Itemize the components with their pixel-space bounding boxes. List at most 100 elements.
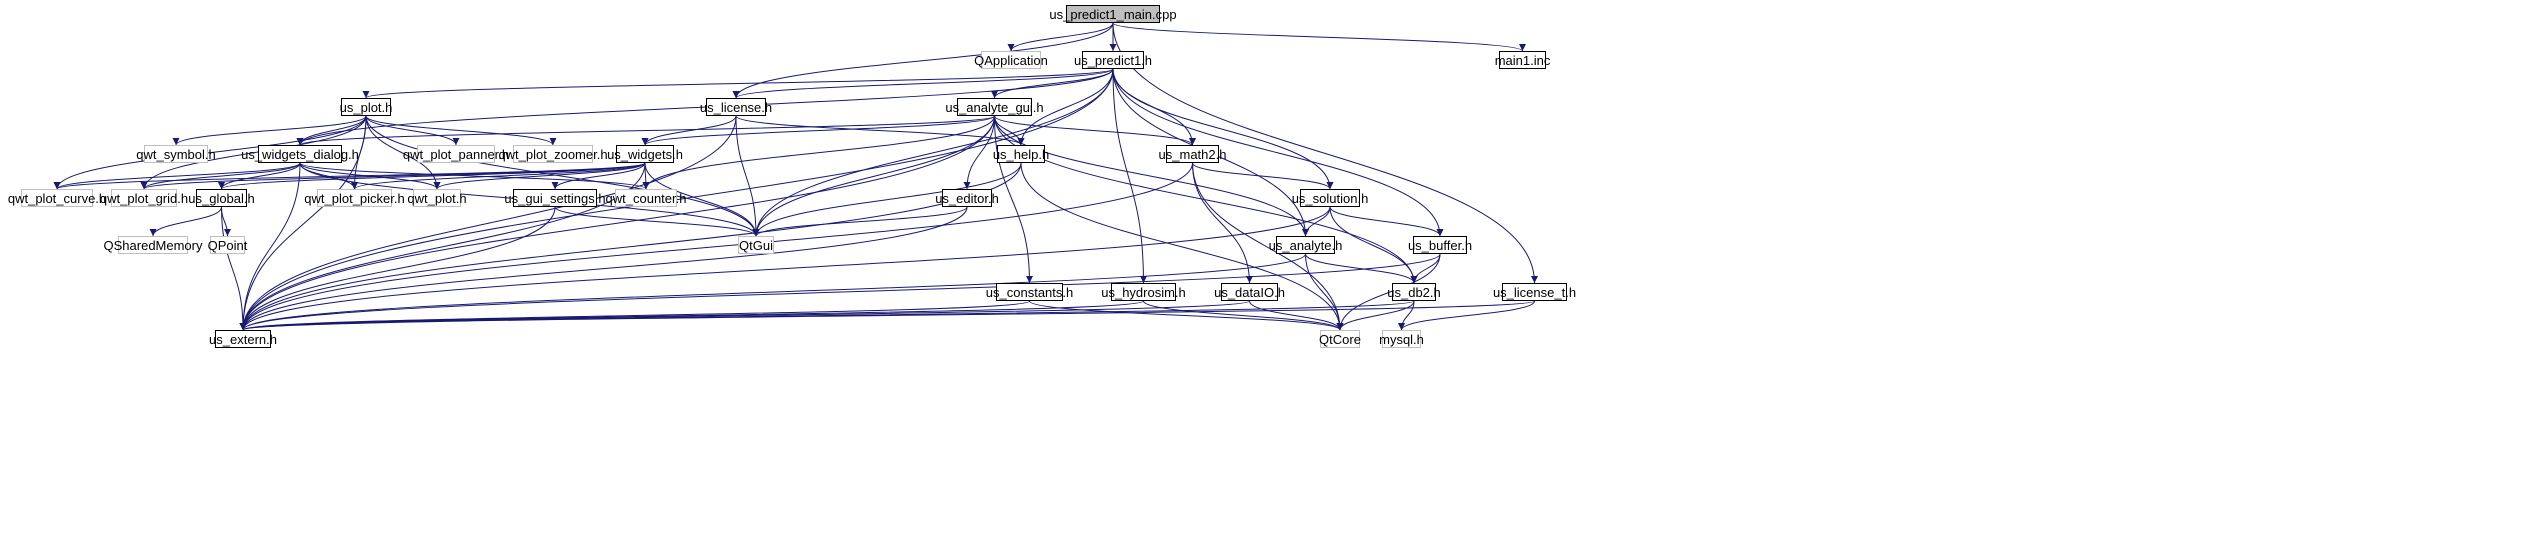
node-us-analyte-h[interactable]: us_analyte.h [1268, 236, 1343, 254]
edge-us-widgets-dialog-h-to-qwt-plot-grid-h [140, 162, 301, 190]
edge-us-license-h-to-us-extern-h [239, 115, 737, 331]
edge-us-license-h-to-qtgui [735, 115, 760, 237]
edge-us-widgets-dialog-h-to-us-extern-h [239, 162, 301, 331]
edge-us-math2-h-to-us-solution-h [1192, 162, 1334, 190]
edge-us-hydrosim-h-to-qtcore [1143, 300, 1344, 331]
node-us-gui-settings-h[interactable]: us_gui_settings.h [504, 189, 606, 207]
edge-us-solution-h-to-us-analyte-h [1302, 206, 1331, 237]
node-us-plot-h[interactable]: us_plot.h [339, 98, 393, 116]
edge-us-constants-h-to-qtcore [1029, 300, 1344, 331]
edge-us-widgets-h-to-qtgui [644, 162, 760, 237]
edge-us-predict1-h-to-us-hydrosim-h [1112, 68, 1147, 284]
node-us-constants-h[interactable]: us_constants.h [985, 283, 1074, 301]
node-qwt-plot-zoomer-h: qwt_plot_zoomer.h [498, 145, 608, 163]
edge-us-buffer-h-to-us-extern-h [239, 253, 1441, 331]
edge-us-predict1-main-cpp-to-qapplication [1007, 22, 1114, 52]
edge-us-plot-h-to-qwt-plot-curve-h [53, 115, 367, 190]
edge-us-widgets-dialog-h-to-us-global-h [218, 162, 301, 190]
edge-us-license-t-h-to-us-extern-h [240, 300, 1535, 331]
node-us-math2-h[interactable]: us_math2.h [1158, 145, 1227, 163]
edge-us-plot-h-to-qwt-plot-zoomer-h [365, 115, 557, 146]
node-us-license-h[interactable]: us_license.h [699, 98, 773, 116]
node-main1-inc[interactable]: main1.inc [1494, 51, 1551, 69]
edge-us-global-h-to-us-extern-h [221, 206, 247, 331]
edge-us-global-h-to-qsharedmemory [149, 206, 222, 237]
node-us-predict1-main-cpp[interactable]: us_predict1_main.cpp [1049, 5, 1177, 23]
edge-us-analyte-gui-h-to-us-widgets-h [641, 115, 995, 146]
edge-us-plot-h-to-us-widgets-dialog-h [296, 115, 367, 146]
edge-us-license-t-h-to-mysql-h [1398, 300, 1535, 331]
edge-us-solution-h-to-us-buffer-h [1329, 206, 1444, 237]
edge-us-plot-h-to-us-extern-h [239, 115, 367, 331]
edge-us-gui-settings-h-to-us-extern-h [239, 206, 556, 331]
node-mysql-h: mysql.h [1379, 330, 1424, 348]
edge-us-db2-h-to-qtcore [1336, 300, 1415, 331]
node-qwt-plot-picker-h: qwt_plot_picker.h [304, 189, 405, 207]
node-qwt-plot-grid-h: qwt_plot_grid.h [99, 189, 189, 207]
edge-us-analyte-gui-h-to-us-extern-h [239, 115, 995, 331]
node-us-dataio-h[interactable]: us_dataIO.h [1214, 283, 1285, 301]
node-us-extern-h[interactable]: us_extern.h [209, 330, 277, 348]
edge-us-buffer-h-to-us-db2-h [1410, 253, 1441, 284]
edge-us-help-h-to-qtcore [1020, 162, 1344, 331]
edge-us-analyte-gui-h-to-us-widgets-dialog-h [296, 115, 995, 146]
edge-us-hydrosim-h-to-us-extern-h [239, 300, 1144, 331]
node-us-buffer-h[interactable]: us_buffer.h [1407, 236, 1473, 254]
edge-us-analyte-gui-h-to-us-analyte-h [994, 115, 1309, 237]
edge-us-predict1-h-to-us-plot-h [362, 68, 1114, 99]
edge-us-widgets-dialog-h-to-qwt-counter-h [299, 162, 650, 190]
node-us-help-h[interactable]: us_help.h [992, 145, 1050, 163]
edge-us-predict1-main-cpp-to-us-license-h [732, 22, 1114, 99]
node-us-global-h[interactable]: us_global.h [188, 189, 255, 207]
edge-us-analyte-gui-h-to-us-constants-h [994, 115, 1033, 284]
edge-us-widgets-h-to-us-gui-settings-h [551, 162, 646, 190]
edge-us-math2-h-to-us-extern-h [239, 162, 1193, 331]
edge-us-analyte-h-to-qtcore [1305, 253, 1344, 331]
edge-us-solution-h-to-us-extern-h [239, 206, 1331, 331]
node-qtgui: QtGui [738, 236, 774, 254]
edge-us-predict1-h-to-us-license-h [732, 68, 1114, 99]
edge-us-predict1-h-to-us-buffer-h [1112, 68, 1444, 237]
node-qsharedmemory: QSharedMemory [103, 236, 203, 254]
edge-us-predict1-h-to-us-extern-h [239, 68, 1114, 331]
edge-us-widgets-h-to-us-global-h [218, 162, 646, 190]
node-qapplication: QApplication [974, 51, 1048, 69]
node-us-widgets-h[interactable]: us_widgets.h [607, 145, 683, 163]
node-us-editor-h[interactable]: us_editor.h [935, 189, 999, 207]
node-qwt-plot-curve-h: qwt_plot_curve.h [7, 189, 107, 207]
edge-us-predict1-h-to-qtgui [752, 68, 1114, 237]
edge-us-help-h-to-qtgui [752, 162, 1022, 237]
node-us-license-t-h[interactable]: us_license_t.h [1492, 283, 1577, 301]
node-qwt-plot-panner-h: qwt_plot_panner.h [402, 145, 510, 163]
edge-us-editor-h-to-qtgui [752, 206, 968, 237]
node-qwt-counter-h: qwt_counter.h [605, 189, 687, 207]
node-us-analyte-gui-h[interactable]: us_analyte_gui.h [945, 98, 1044, 116]
edge-us-analyte-gui-h-to-qwt-counter-h [642, 115, 995, 190]
edge-us-gui-settings-h-to-qtgui [554, 206, 760, 237]
edge-us-editor-h-to-us-extern-h [239, 206, 968, 331]
node-qtcore: QtCore [1319, 330, 1361, 348]
node-us-db2-h[interactable]: us_db2.h [1387, 283, 1441, 301]
edge-us-analyte-h-to-us-db2-h [1305, 253, 1418, 284]
edge-us-plot-h-to-qwt-plot-grid-h [140, 115, 367, 190]
edge-us-math2-h-to-us-dataio-h [1192, 162, 1253, 284]
edge-us-solution-h-to-us-db2-h [1329, 206, 1418, 284]
edge-us-predict1-main-cpp-to-main1-inc [1112, 22, 1526, 52]
edge-us-analyte-gui-h-to-qtgui [752, 115, 995, 237]
edge-us-plot-h-to-qwt-plot-panner-h [365, 115, 460, 146]
node-us-hydrosim-h[interactable]: us_hydrosim.h [1101, 283, 1186, 301]
node-qwt-plot-h: qwt_plot.h [407, 189, 467, 207]
edge-us-widgets-h-to-qwt-plot-picker-h [351, 162, 646, 190]
edge-us-dataio-h-to-us-extern-h [239, 300, 1250, 331]
node-us-predict1-h[interactable]: us_predict1.h [1073, 51, 1153, 69]
edge-us-widgets-h-to-qwt-plot-h [433, 162, 646, 190]
edge-us-analyte-gui-h-to-us-editor-h [963, 115, 995, 190]
edge-us-dataio-h-to-qtcore [1249, 300, 1344, 331]
edge-us-analyte-h-to-us-extern-h [239, 253, 1306, 331]
node-us-solution-h[interactable]: us_solution.h [1291, 189, 1369, 207]
edge-us-math2-h-to-qtcore [1192, 162, 1344, 331]
edge-us-predict1-h-to-us-solution-h [1112, 68, 1334, 190]
node-us-widgets-dialog-h[interactable]: us_widgets_dialog.h [241, 145, 359, 163]
